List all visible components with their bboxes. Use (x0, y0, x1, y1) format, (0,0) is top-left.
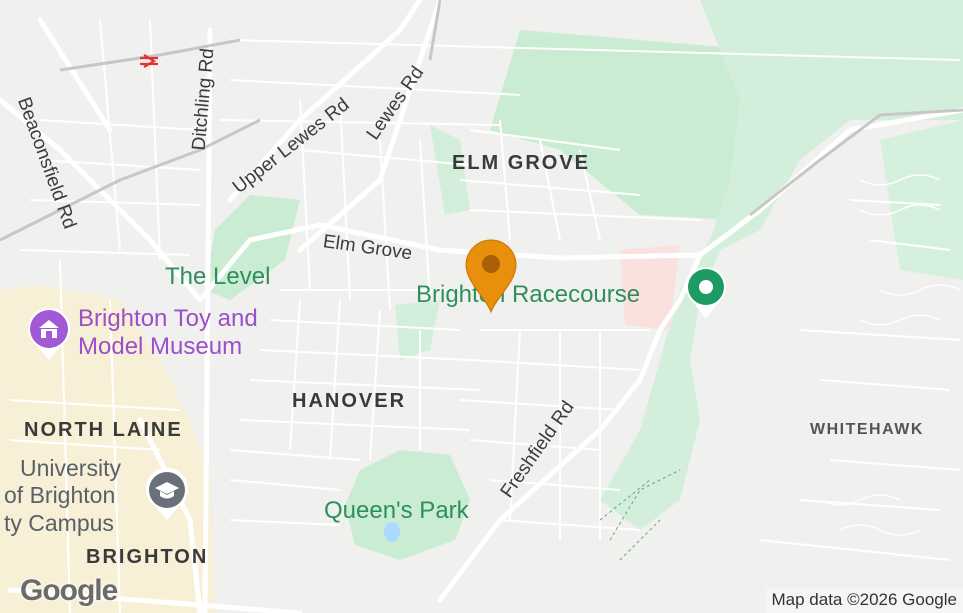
place-label-university-line1[interactable]: University (20, 455, 121, 481)
museum-icon[interactable] (26, 306, 72, 367)
map-attribution[interactable]: Map data ©2026 Google (765, 588, 963, 613)
place-label-the-level[interactable]: The Level (165, 263, 271, 290)
place-label-toy-museum-line1[interactable]: Brighton Toy and (78, 305, 258, 332)
google-logo[interactable]: Google (20, 574, 118, 607)
park-poi-icon[interactable] (684, 265, 728, 326)
area-label-hanover: HANOVER (292, 390, 407, 412)
graduation-cap-icon[interactable] (144, 467, 190, 527)
place-label-toy-museum-line2[interactable]: Model Museum (78, 333, 243, 360)
place-label-university-line3[interactable]: ty Campus (4, 510, 114, 536)
area-label-brighton: BRIGHTON (86, 546, 209, 568)
area-label-whitehawk: WHITEHAWK (810, 421, 924, 438)
rail-station-icon[interactable] (139, 54, 159, 73)
location-marker-icon[interactable] (464, 238, 518, 319)
place-label-racecourse[interactable]: Brighton Racecourse (416, 281, 641, 308)
place-label-queens-park[interactable]: Queen's Park (324, 497, 469, 524)
area-label-elm-grove: ELM GROVE (452, 152, 591, 174)
place-label-university-line2[interactable]: of Brighton (4, 482, 116, 508)
area-label-north-laine: NORTH LAINE (24, 419, 183, 441)
